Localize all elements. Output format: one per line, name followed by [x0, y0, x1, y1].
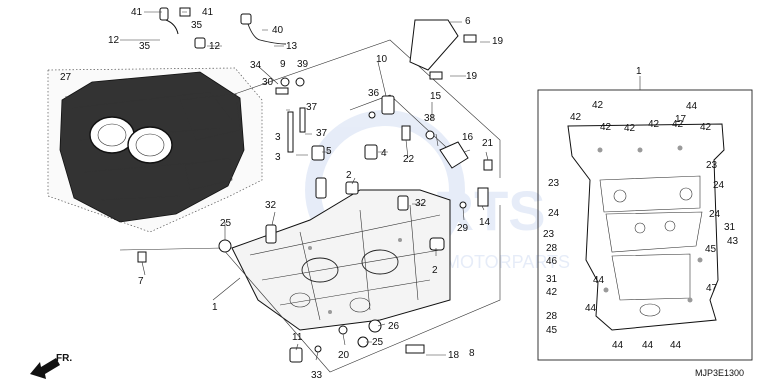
callout-c35a: 35	[139, 41, 151, 52]
callout-c36: 36	[368, 88, 380, 99]
callout-c9: 9	[280, 59, 286, 70]
callout-c12b: 12	[209, 41, 221, 52]
callout-c7: 7	[138, 276, 144, 287]
callout-c39: 39	[297, 59, 309, 70]
callout-r45b: 45	[546, 325, 558, 336]
watermark-sub: MOTORPARTS	[445, 252, 570, 272]
leader-lines	[65, 11, 641, 361]
callout-c14: 14	[479, 217, 491, 228]
callout-r23a: 23	[706, 160, 718, 171]
callout-c37a: 37	[306, 102, 318, 113]
callout-c8: 8	[469, 348, 475, 359]
callout-c32a: 32	[265, 200, 277, 211]
diagram-code: MJP3E1300	[695, 368, 744, 378]
callout-c30: 30	[262, 77, 274, 88]
callout-c22: 22	[403, 154, 415, 165]
callout-c20: 20	[338, 350, 350, 361]
callout-r44c: 44	[585, 303, 597, 314]
callout-r42e: 42	[648, 119, 660, 130]
callout-c6: 6	[465, 16, 471, 27]
callout-c10: 10	[376, 54, 388, 65]
callout-r42d: 42	[624, 123, 636, 134]
group-boxes	[119, 39, 753, 373]
callout-r45a: 45	[705, 244, 717, 255]
cylinder-bore-left	[89, 116, 135, 154]
callout-r28b: 28	[546, 311, 558, 322]
callout-c1a: 1	[212, 302, 218, 313]
callout-r44b: 44	[593, 275, 605, 286]
lower-crankcase-group	[231, 189, 451, 331]
callout-c29: 29	[457, 223, 469, 234]
callout-c26: 26	[388, 321, 400, 332]
callout-r44e: 44	[642, 340, 654, 351]
callout-r44f: 44	[670, 340, 682, 351]
callout-r23b: 23	[548, 178, 560, 189]
callout-c18: 18	[448, 350, 460, 361]
callout-r24a: 24	[713, 180, 725, 191]
callout-c5: 5	[326, 146, 332, 157]
callout-r24b: 24	[548, 208, 560, 219]
callout-r46: 46	[546, 256, 558, 267]
callout-r24c: 24	[709, 209, 721, 220]
callout-r42b: 42	[592, 100, 604, 111]
callout-c11: 11	[292, 332, 303, 343]
direction-label: FR.	[56, 353, 72, 364]
callout-r31a: 31	[724, 222, 736, 233]
callout-r28a: 28	[546, 243, 558, 254]
small-parts	[137, 7, 493, 363]
callout-c16: 16	[462, 132, 474, 143]
front-direction-arrow: FR.	[30, 353, 72, 379]
callout-r31b: 31	[546, 274, 558, 285]
callout-c41b: 41	[202, 7, 214, 18]
callout-c19a: 19	[492, 36, 504, 47]
callout-c1b: 1	[636, 66, 642, 77]
callout-r42f: 42	[672, 119, 684, 130]
callout-c41a: 41	[131, 7, 143, 18]
callout-r44d: 44	[612, 340, 624, 351]
upper-crankcase-group	[47, 67, 263, 233]
callout-r42g: 42	[700, 122, 712, 133]
callout-r43: 43	[727, 236, 739, 247]
callout-c13: 13	[286, 41, 298, 52]
callout-c27: 27	[60, 72, 72, 83]
callout-c25b: 25	[372, 337, 384, 348]
callout-c40: 40	[272, 25, 284, 36]
callout-c25a: 25	[220, 218, 232, 229]
callout-c34: 34	[250, 60, 262, 71]
callout-c3a: 3	[275, 132, 281, 143]
callout-c15: 15	[430, 91, 442, 102]
callout-r42c: 42	[600, 122, 612, 133]
callout-c38: 38	[424, 113, 436, 124]
callout-c33: 33	[311, 370, 323, 381]
callout-r47: 47	[706, 283, 718, 294]
callout-r17: 17	[675, 114, 687, 125]
callout-r23c: 23	[543, 229, 555, 240]
callout-c35b: 35	[191, 20, 203, 31]
callout-c12a: 12	[108, 35, 120, 46]
callout-r44a: 44	[686, 101, 698, 112]
cylinder-bore-right	[127, 126, 173, 164]
callout-c37b: 37	[316, 128, 328, 139]
callout-r42h: 42	[546, 287, 558, 298]
callout-c32b: 32	[415, 198, 427, 209]
callout-c3b: 3	[275, 152, 281, 163]
lower-case-plate	[567, 123, 725, 331]
callout-c19b: 19	[466, 71, 478, 82]
callout-c2a: 2	[346, 170, 352, 181]
arrow-icon	[30, 358, 60, 379]
callout-c2b: 2	[432, 265, 438, 276]
callout-c4: 4	[381, 148, 387, 159]
callout-r42a: 42	[570, 112, 582, 123]
callout-c21: 21	[482, 138, 494, 149]
